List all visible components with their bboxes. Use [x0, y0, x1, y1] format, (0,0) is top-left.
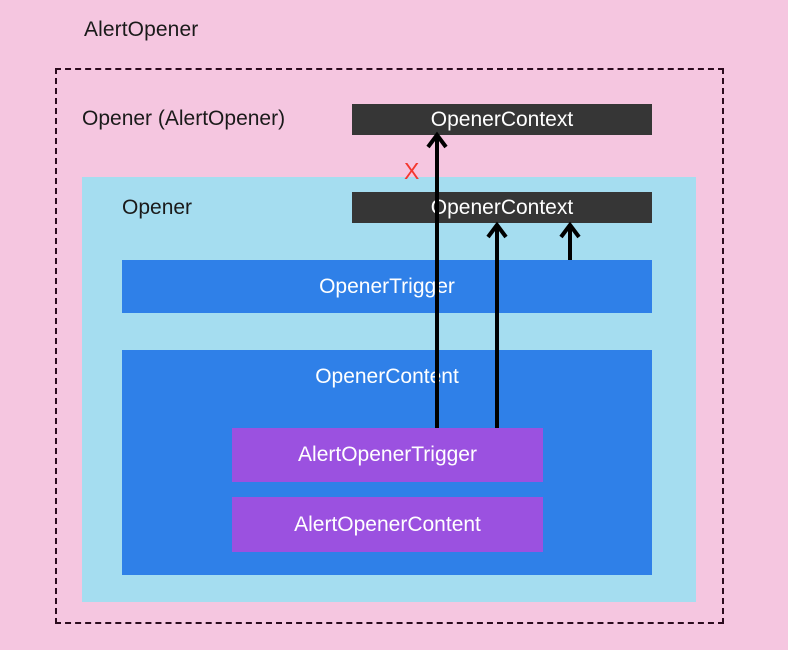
alert-opener-trigger-box: AlertOpenerTrigger [232, 428, 543, 482]
opener-trigger-box: OpenerTrigger [122, 260, 652, 313]
blocked-marker-icon: X [404, 158, 420, 184]
page-title: AlertOpener [84, 18, 199, 41]
alert-opener-content-box: AlertOpenerContent [232, 497, 543, 552]
opener-content-label: OpenerContent [315, 365, 459, 388]
label-opener: Opener [122, 196, 193, 219]
label-opener-alertopener: Opener (AlertOpener) [82, 107, 286, 130]
opener-context-outer: OpenerContext [352, 104, 652, 135]
opener-context-inner: OpenerContext [352, 192, 652, 223]
alert-opener-boundary [55, 68, 724, 624]
